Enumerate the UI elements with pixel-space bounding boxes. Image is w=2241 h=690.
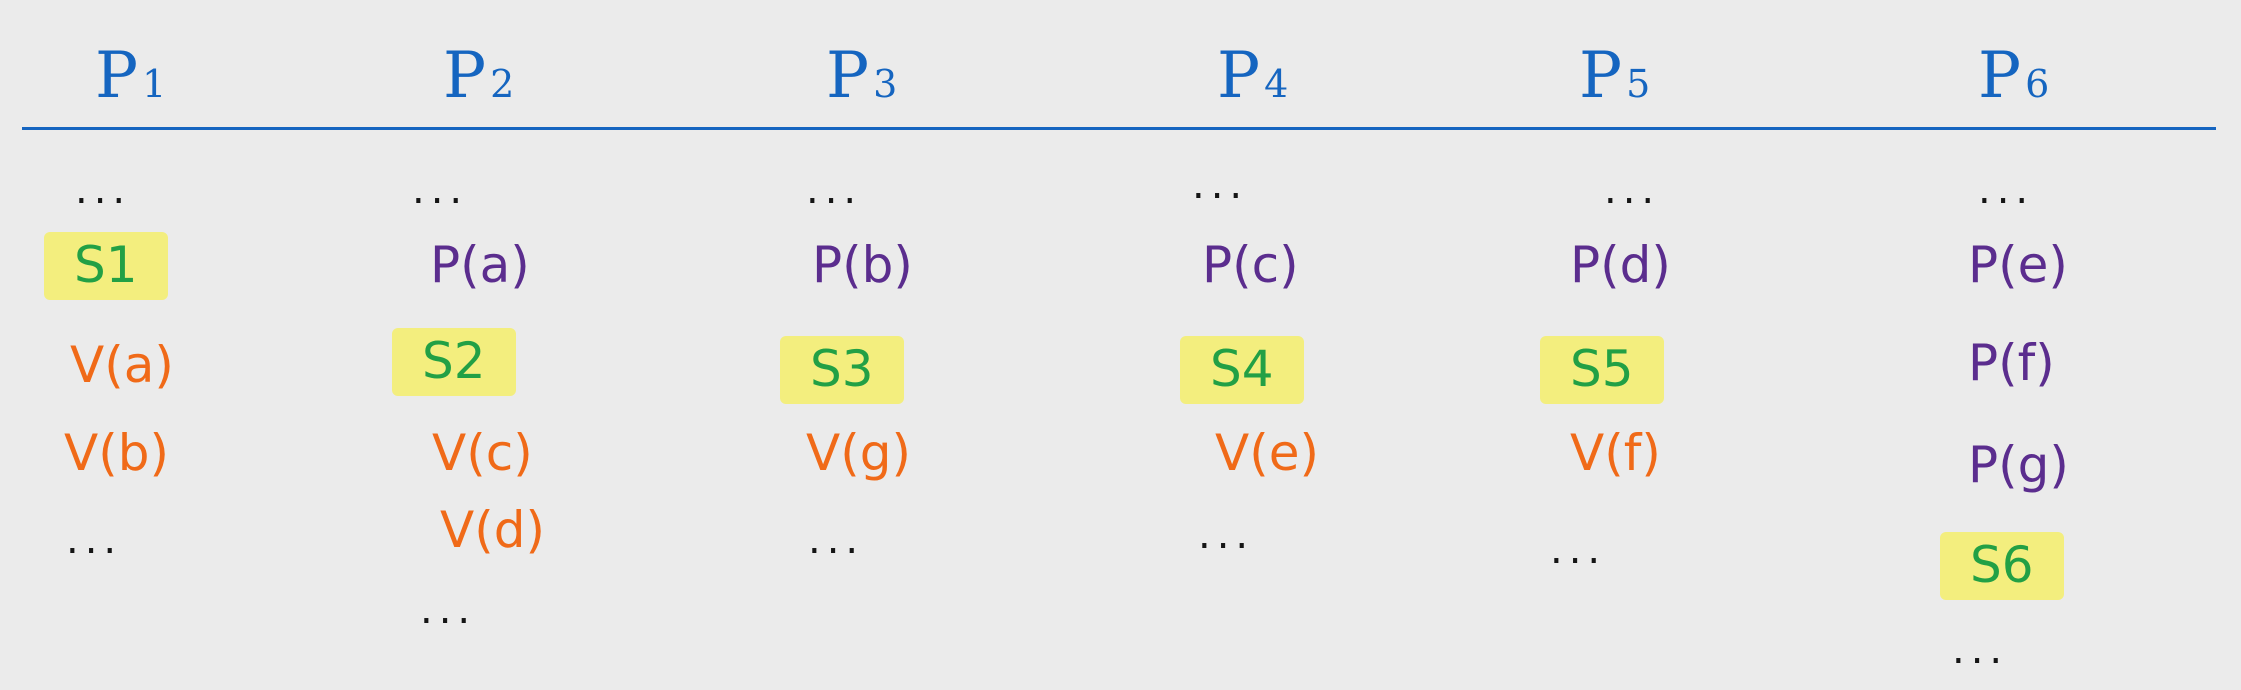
column-p1-s-event-highlighted: S1 [44,232,168,300]
column-p2-v-event: V(c) [432,424,533,482]
column-p6-ellipsis-marker: ... [1978,167,2035,213]
column-p5-s-event-highlighted: S5 [1540,336,1664,404]
column-header-subscript: 1 [142,62,167,106]
column-header-base: P [443,39,487,113]
column-p2-ellipsis-marker: ... [412,167,469,213]
column-p6-s-event-highlighted: S6 [1940,532,2064,600]
column-p1-ellipsis-marker: ... [66,517,123,563]
column-p6-p-event: P(f) [1968,334,2055,392]
column-p2-v-event: V(d) [440,501,545,559]
column-p1-v-event: V(b) [64,424,169,482]
column-p1-ellipsis-marker: ... [75,167,132,213]
column-p6-p-event: P(g) [1968,436,2069,494]
column-header-subscript: 3 [873,62,898,106]
column-p4-ellipsis-marker: ... [1198,512,1255,558]
column-p5-p-event: P(d) [1570,236,1671,294]
column-p3-s-event-highlighted: S3 [780,336,904,404]
column-p4-v-event: V(e) [1215,424,1319,482]
column-p3-p-event: P(b) [812,236,913,294]
column-p4-ellipsis-marker: ... [1192,162,1249,208]
column-header-base: P [826,39,870,113]
column-p4-s-event-highlighted: S4 [1180,336,1304,404]
column-p3-ellipsis-marker: ... [806,167,863,213]
header-divider-line [22,127,2216,130]
column-header-subscript: 6 [2025,62,2050,106]
column-header-base: P [95,39,139,113]
column-p5-v-event: V(f) [1570,424,1661,482]
column-header-base: P [1217,39,1261,113]
column-p4-p-event: P(c) [1202,236,1299,294]
column-p1-v-event: V(a) [70,336,174,394]
column-p5-ellipsis-marker: ... [1604,167,1661,213]
column-p6-ellipsis-marker: ... [1952,627,2009,673]
column-header-subscript: 4 [1264,62,1289,106]
column-p6-p-event: P(e) [1968,236,2068,294]
column-header-base: P [1978,39,2022,113]
column-header-subscript: 2 [490,62,515,106]
column-p3-v-event: V(g) [806,424,911,482]
column-header-subscript: 5 [1626,62,1651,106]
column-p2-p-event: P(a) [430,236,530,294]
column-p5-ellipsis-marker: ... [1550,527,1607,573]
column-p2-s-event-highlighted: S2 [392,328,516,396]
column-p2-ellipsis-marker: ... [420,587,477,633]
column-header-base: P [1579,39,1623,113]
column-p3-ellipsis-marker: ... [808,517,865,563]
